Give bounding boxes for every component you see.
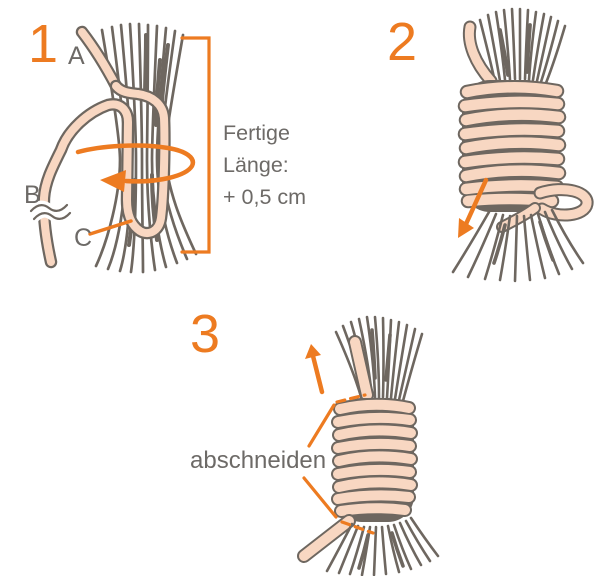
step3-number: 3	[190, 304, 220, 364]
cord-end-top-step2	[462, 20, 498, 88]
c-pointer-line	[88, 219, 133, 236]
step3-figure: 3 abschneiden	[190, 304, 440, 576]
wrapped-coil-step3	[331, 397, 418, 522]
cut-line-bottom	[302, 476, 375, 535]
cord-end-bottom-step3	[297, 514, 356, 563]
fiber-tuft-top-step2	[478, 7, 567, 85]
binding-cord-step1	[37, 25, 171, 269]
step1-figure: 1 A B C Fertige Länge: + 0,5 cm	[24, 14, 306, 274]
measure-line-2: Länge:	[223, 153, 289, 177]
label-b: B	[24, 181, 41, 209]
step1-number: 1	[28, 14, 58, 74]
pull-tight-arrow-icon	[458, 177, 489, 238]
fiber-tuft-top-step3	[334, 315, 424, 403]
cut-label: abschneiden	[190, 447, 326, 474]
measure-annotation: Fertige Länge: + 0,5 cm	[223, 121, 306, 209]
label-a: A	[68, 42, 85, 70]
step2-figure: 2	[387, 7, 594, 283]
measure-line-1: Fertige	[223, 121, 290, 145]
measure-line-3: + 0,5 cm	[223, 185, 306, 209]
length-bracket	[180, 36, 211, 254]
cord-break-mark	[26, 200, 75, 224]
fiber-tuft-bottom-step2	[451, 208, 585, 283]
pull-up-arrow-icon	[305, 344, 325, 395]
cord-end-top-step3	[348, 335, 374, 402]
cut-line-top	[307, 393, 367, 448]
step2-number: 2	[387, 12, 417, 72]
label-c: C	[74, 224, 92, 252]
wrap-direction-arrow-icon	[75, 143, 196, 192]
